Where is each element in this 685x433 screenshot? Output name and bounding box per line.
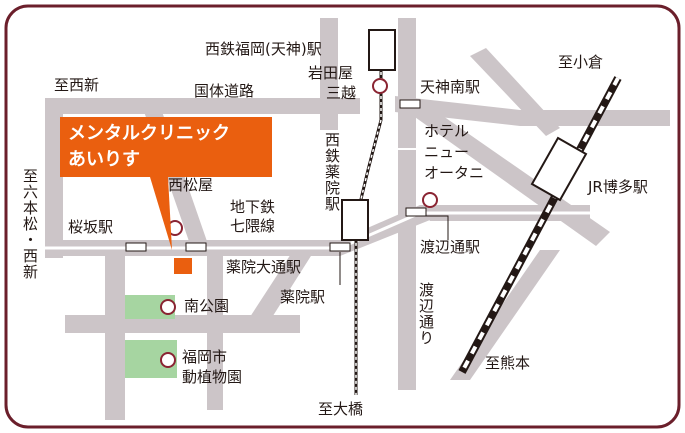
clinic-callout: メンタルクリニック あいりす: [60, 117, 272, 177]
clinic-name-line2: あいりす: [68, 149, 140, 170]
station-mark-watanabedori: [405, 207, 427, 217]
poi-circle-zoo: [160, 352, 176, 368]
road-tenjin-east: [395, 96, 520, 126]
label-sakurazaka: 桜坂駅: [68, 218, 114, 236]
label-shi-nishijin: 至西新: [54, 76, 100, 94]
poi-circle-minami-koen: [160, 299, 176, 315]
road-north-a: [320, 18, 338, 130]
label-nishitetsu-yakuin: 西鉄薬院駅: [323, 132, 341, 212]
label-yakuin-odori: 薬院大通駅: [226, 258, 302, 276]
road-south-mid: [207, 252, 223, 410]
road-north-b: [398, 18, 416, 148]
label-zoo-line2: 動植物園: [182, 368, 243, 386]
station-mark-tenjin-minami: [399, 99, 421, 109]
label-mitsukoshi: 三越: [326, 84, 357, 102]
road-kokutai: [45, 98, 360, 114]
station-mark-yakuin-odori: [185, 242, 207, 252]
station-box-nishitetsu-fukuoka: [368, 29, 396, 71]
label-shi-kumamoto: 至熊本: [485, 354, 531, 372]
road-watanabe-dori: [398, 150, 416, 390]
label-nishimatsuya: 西松屋: [168, 176, 214, 194]
label-shi-ohashi: 至大橋: [318, 400, 364, 418]
label-watanabedori-eki: 渡辺通駅: [420, 238, 481, 256]
label-nishitetsu-fukuoka: 西鉄福岡(天神)駅: [205, 40, 322, 58]
label-subway-line2: 七隈線: [230, 217, 276, 235]
poi-circle-iwataya: [372, 78, 388, 94]
label-subway-line1: 地下鉄: [230, 198, 276, 216]
station-box-jr-hakata: [530, 136, 588, 202]
station-box-nishitetsu-yakuin: [341, 199, 369, 241]
label-kokutai-doro: 国体道路: [194, 82, 255, 100]
clinic-name-line1: メンタルクリニック: [68, 123, 230, 144]
nishitetsu-railway: [354, 60, 383, 395]
label-hotel-line2: ニュー: [424, 143, 470, 161]
station-mark-yakuin: [329, 242, 351, 252]
label-hotel-line3: オータニ: [424, 164, 485, 182]
leader-line-watanabedori: [416, 215, 449, 240]
road-southeast-diag: [248, 240, 316, 330]
label-tenjin-minami: 天神南駅: [420, 78, 481, 96]
label-yakuin: 薬院駅: [280, 288, 326, 306]
label-watanabe-dori: 渡辺通り: [417, 282, 435, 346]
label-zoo-line1: 福岡市: [182, 348, 228, 366]
callout-pointer: [150, 177, 172, 250]
label-jr-hakata: JR博多駅: [588, 178, 648, 196]
label-shi-ogura: 至小倉: [558, 53, 604, 71]
jr-railway: [458, 76, 622, 374]
poi-circle-hotel-new-otani: [422, 192, 438, 208]
label-minami-koen: 南公園: [184, 297, 230, 315]
clinic-marker: [174, 258, 192, 274]
road-west-top: [45, 98, 63, 258]
label-shi-rokuhonmatsu: 至六本松・西新: [21, 168, 39, 280]
station-mark-sakurazaka: [125, 242, 147, 252]
label-iwataya: 岩田屋: [308, 64, 354, 82]
road-southwest: [65, 315, 300, 333]
label-hotel-line1: ホテル: [424, 122, 470, 140]
